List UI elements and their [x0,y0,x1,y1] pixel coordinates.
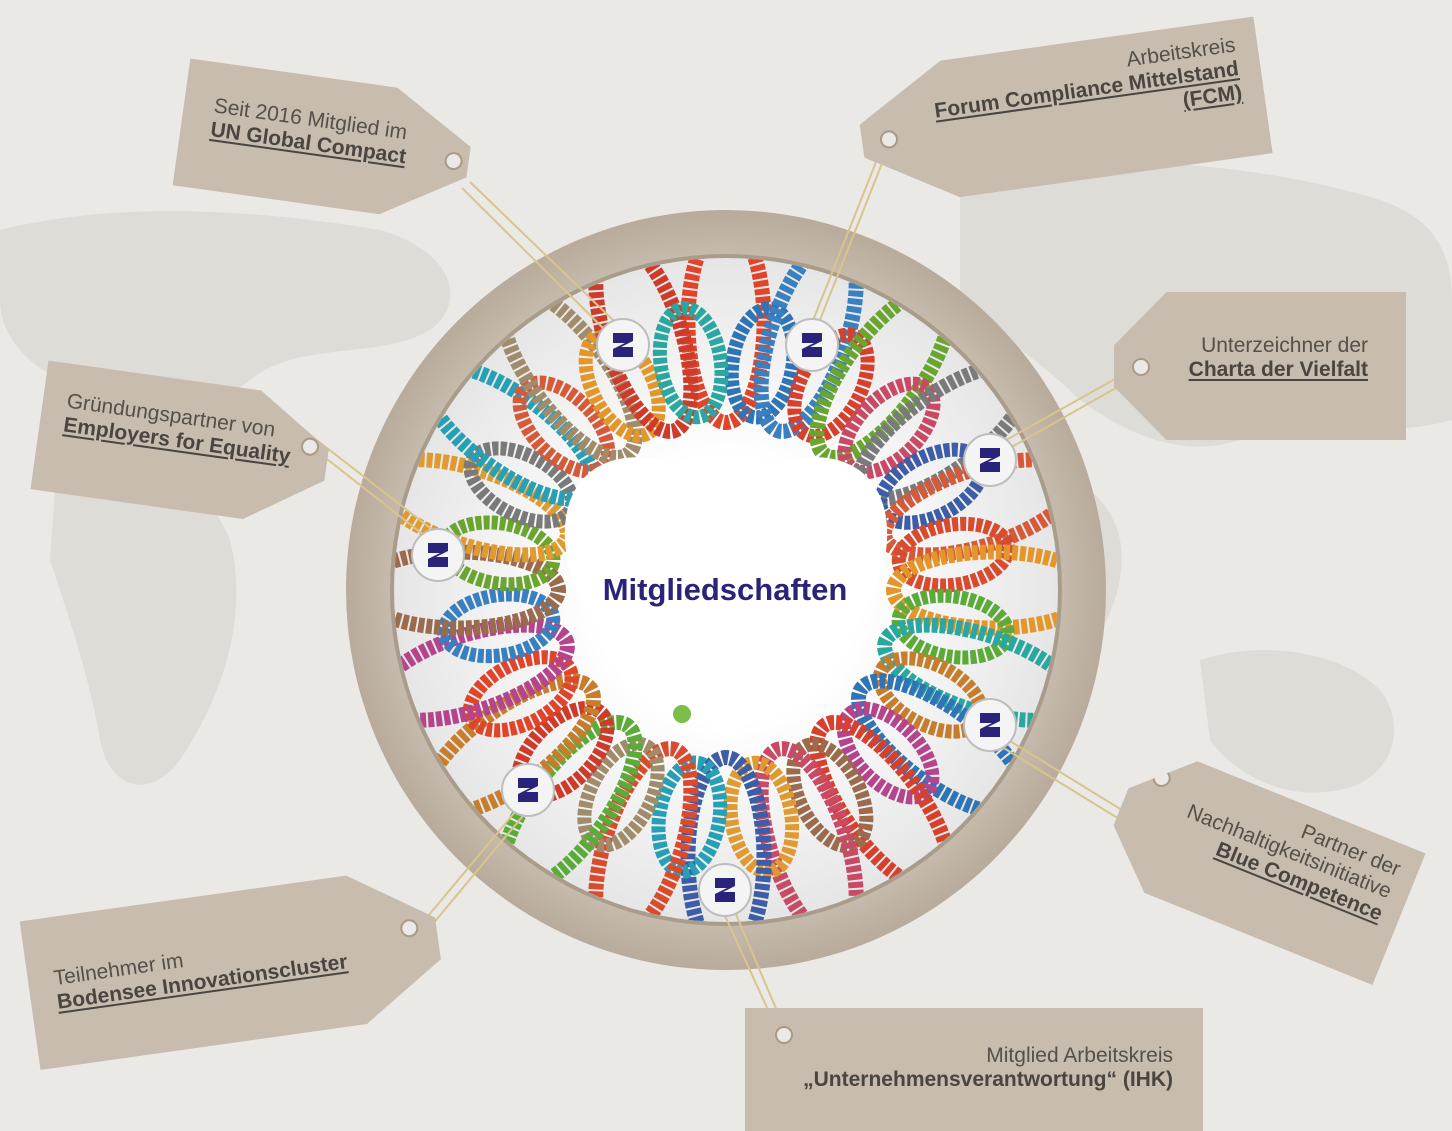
rope-loop [652,301,729,425]
tag-ihk-line1: Mitglied Arbeitskreis [986,1044,1173,1067]
tag-charta-der-vielfalt: Unterzeichner der Charta der Vielfalt [1114,292,1406,440]
badge-logo-icon [963,433,1017,487]
badge-logo-icon [963,698,1017,752]
ihk-arbeitskreis-link[interactable]: „Unternehmensverantwortung“ (IHK) [803,1068,1173,1091]
rope-loop [680,258,772,430]
tag-charta-line1: Unterzeichner der [1201,334,1368,357]
rope-loop [753,258,864,439]
rope-loop [680,750,772,922]
rope-loop [886,544,1058,636]
tag-strings [289,137,1145,1026]
rope-loop [588,741,699,922]
center-title: Mitgliedschaften [602,572,848,607]
tag-ihk-arbeitskreis: Mitglied Arbeitskreis „Unternehmensveran… [745,1008,1203,1131]
badge-logo-icon [501,763,555,817]
heart-center [564,457,888,740]
badge-logo-icon [596,318,650,372]
badge-logo-icon [698,863,752,917]
charta-der-vielfalt-link[interactable]: Charta der Vielfalt [1188,358,1368,381]
rope-loop [753,741,864,922]
green-dot [673,705,691,723]
badge-logo-icon [411,528,465,582]
badge-logo-icon [785,318,839,372]
rope-loop [394,617,575,728]
